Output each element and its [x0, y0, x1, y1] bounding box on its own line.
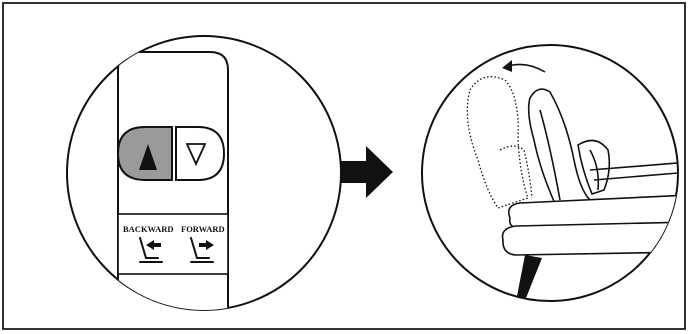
backward-triangle-icon — [139, 144, 157, 170]
backward-seat-icon — [139, 237, 163, 263]
backrest-ghost-outline — [466, 76, 533, 209]
forward-label: FORWARD — [181, 224, 225, 234]
forward-seat-icon — [190, 237, 214, 263]
right-arrow-icon — [341, 146, 393, 198]
backrest-solid — [527, 88, 611, 207]
seat-cushion — [501, 161, 678, 256]
forward-triangle-icon — [185, 143, 207, 167]
backward-label: BACKWARD — [123, 224, 174, 234]
recline-rocker-switch — [116, 126, 226, 181]
arrow-head-icon — [502, 60, 512, 72]
seat-leg — [517, 255, 542, 300]
seat-recline-illustration — [466, 60, 678, 300]
